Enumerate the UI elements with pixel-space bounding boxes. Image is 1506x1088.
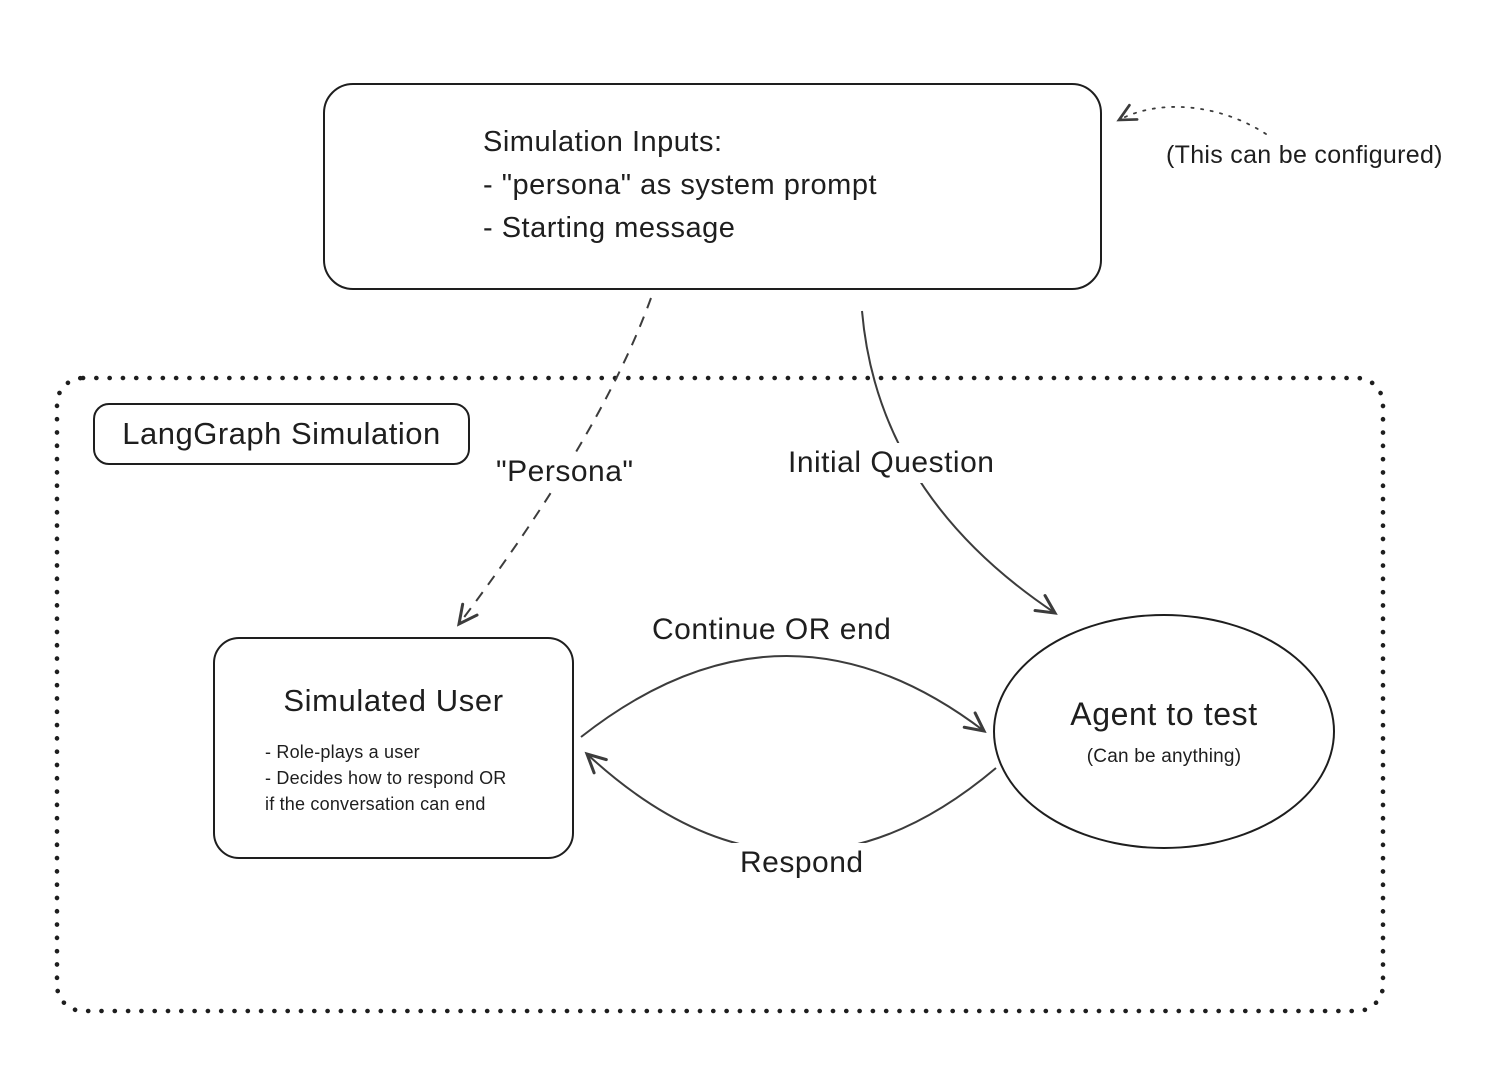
config-note-arrow	[1116, 103, 1267, 135]
inputs-line-starting-message: - Starting message	[483, 212, 736, 244]
agent-subtitle: (Can be anything)	[1086, 745, 1242, 767]
continue-or-end-edge-label: Continue OR end	[644, 610, 900, 650]
simulated-user-bullet-2: - Decides how to respond OR	[265, 768, 507, 788]
persona-arrow	[456, 297, 652, 627]
simulated-user-bullets: - Role-plays a user - Decides how to res…	[215, 739, 572, 817]
agent-title: Agent to test	[1070, 695, 1258, 732]
persona-edge-label: "Persona"	[488, 452, 642, 492]
simulation-container-border	[54, 375, 1386, 1014]
simulation-inputs-node: Simulation Inputs: - "persona" as system…	[323, 83, 1102, 290]
continue-or-end-arrow	[580, 655, 987, 738]
initial-question-edge-label: Initial Question	[780, 443, 1003, 483]
simulated-user-node: Simulated User - Role-plays a user - Dec…	[213, 637, 574, 859]
config-note-text: (This can be configured)	[1166, 141, 1443, 169]
inputs-line-heading: Simulation Inputs:	[483, 126, 723, 158]
simulated-user-title: Simulated User	[283, 683, 504, 718]
respond-edge-label: Respond	[732, 843, 872, 883]
agent-to-test-node: Agent to test (Can be anything)	[993, 614, 1335, 849]
inputs-line-persona: - "persona" as system prompt	[483, 169, 878, 201]
simulated-user-bullet-3: if the conversation can end	[265, 794, 486, 814]
respond-arrow	[584, 751, 997, 853]
simulated-user-bullet-1: - Role-plays a user	[265, 742, 420, 762]
langgraph-simulation-label: LangGraph Simulation	[93, 403, 470, 465]
